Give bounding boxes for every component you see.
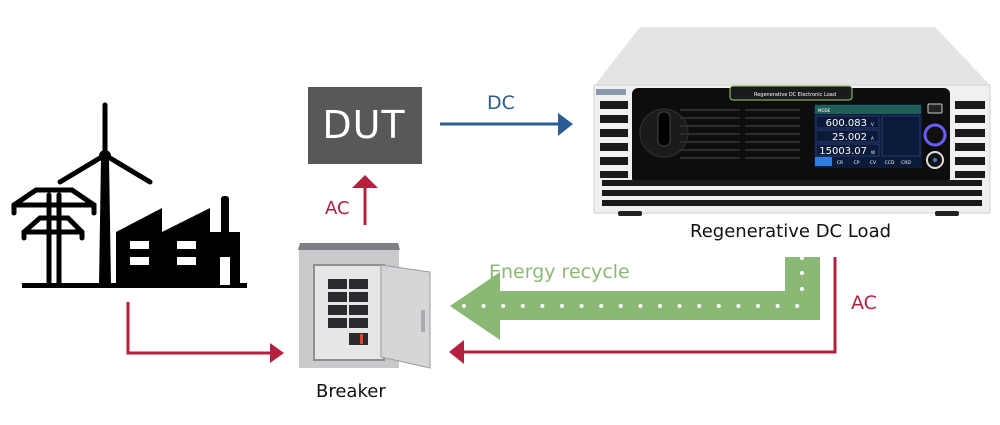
recycle-dot [697,304,702,308]
power-source-icon [11,102,247,288]
ac-return-edge-label: AC [851,292,877,314]
energy-recycle-arrow [450,256,820,340]
recycle-dot [638,304,643,308]
recycle-dot [658,304,662,308]
recycle-dot [560,304,564,308]
breaker-label: Breaker [316,381,386,402]
dc-edge-label: DC [487,92,515,114]
device-panel-title: Regenerative DC Electronic Load [754,92,836,98]
recycle-dot [540,304,545,308]
device-reading-current: 25.002 [832,132,867,143]
recycle-dot [736,304,741,308]
device-mode-label: MODE [818,108,831,113]
device-unit-w: W [871,150,875,155]
device-mode-tab: CR [837,160,843,166]
device-reading-voltage: 600.083 [826,118,867,129]
device-reading-power: 15003.07 [819,146,867,157]
device-mode-tab: CP [854,160,860,166]
recycle-dot [800,271,804,275]
dut-box [308,87,422,164]
device-unit-v: V [871,122,874,127]
ac-to-dut-edge-label: AC [325,198,350,219]
breaker-panel-icon [298,243,431,369]
regenerative-dc-load-device: Regenerative DC Electronic Load MODE 600… [593,27,991,216]
arrow-load-to-breaker [449,257,837,364]
recycle-dot [462,304,466,308]
energy-recycle-label: Energy recycle [489,261,630,283]
recycle-dot [716,304,721,308]
recycle-dot [520,304,525,308]
recycle-dot [677,304,682,308]
arrow-breaker-to-dut [352,175,378,225]
recycle-dot [618,304,623,308]
device-mode-tab: CV [870,160,877,166]
dut-label: DUT [322,103,406,147]
recycle-dot [800,256,804,260]
device-mode-tab: CRD [901,160,911,166]
arrow-source-to-breaker [126,302,284,363]
device-unit-a: A [871,136,874,141]
recycle-dot [481,304,486,308]
load-label: Regenerative DC Load [690,221,892,242]
recycle-dot [756,304,760,308]
device-mode-tab: CCD [885,160,895,166]
recycle-dot [599,304,604,308]
recycle-dot [501,304,506,308]
recycle-dot [795,304,800,308]
recycle-dot [579,304,584,308]
recycle-dot [775,304,780,308]
recycle-dot [800,287,804,291]
arrow-dut-to-load [440,113,573,136]
